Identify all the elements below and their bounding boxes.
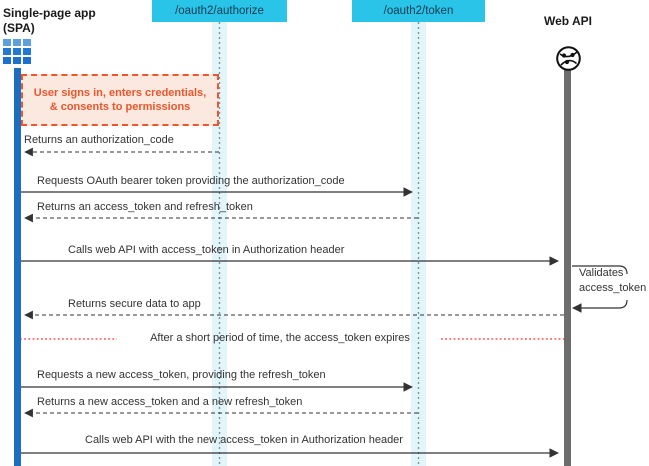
message-label: Calls web API with the new access_token … [85,434,403,446]
self-call-bottom [572,299,628,313]
self-call-label: Validates access_token [579,267,647,294]
message-label: Returns an authorization_code [24,134,174,146]
message-label: Calls web API with access_token in Autho… [68,244,345,256]
self-call-top [572,265,628,275]
authorize-endpoint-box: /oauth2/authorize [152,0,287,22]
spa-title: Single-page app (SPA) [3,6,96,35]
divider-label: After a short period of time, the access… [150,332,410,344]
message-label: Returns an access_token and refresh_toke… [37,201,253,213]
message-label: Returns secure data to app [68,298,201,310]
token-endpoint-box: /oauth2/token [352,0,485,22]
message-label: Requests a new access_token, providing t… [37,369,326,381]
web-api-activation-bar [564,70,571,466]
message-label: Requests OAuth bearer token providing th… [37,175,345,187]
message-label: Returns a new access_token and a new ref… [37,396,303,408]
user-signin-note: User signs in, enters credentials, & con… [21,74,219,126]
web-api-title: Web API [543,14,592,28]
token-endpoint-label: /oauth2/token [383,5,454,17]
user-signin-note-text: User signs in, enters credentials, & con… [33,87,207,113]
app-grid-icon [3,39,31,64]
spa-activation-bar [14,68,21,466]
globe-network-icon [556,46,581,71]
authorize-endpoint-label: /oauth2/authorize [175,5,264,17]
